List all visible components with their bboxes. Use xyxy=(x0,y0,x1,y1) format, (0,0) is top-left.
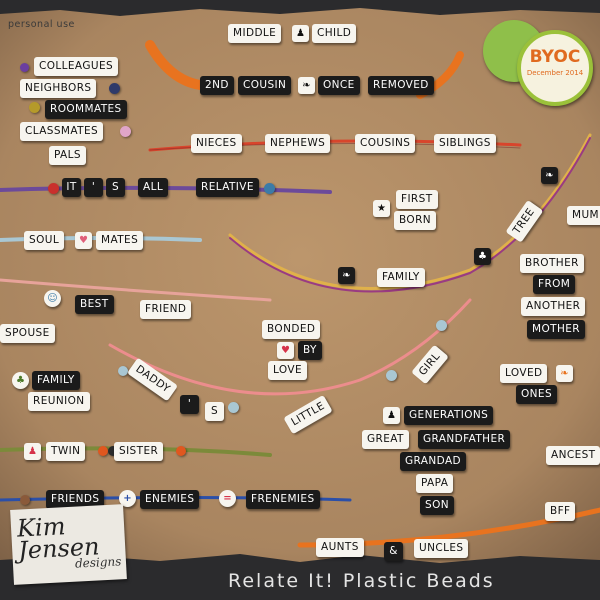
person-icon: ♟ xyxy=(383,407,400,424)
bead-aunts: AUNTS xyxy=(316,538,364,557)
person-icon: ♟ xyxy=(24,443,41,460)
bead-another: ANOTHER xyxy=(521,297,586,316)
bead-dot xyxy=(98,446,108,456)
equals-icon: = xyxy=(219,490,236,507)
bead-enemies: ENEMIES xyxy=(140,490,200,509)
leaf-icon: ❧ xyxy=(338,267,355,284)
bead-colleagues: COLLEAGUES xyxy=(34,57,119,76)
bead-dot xyxy=(436,320,447,331)
bead-once: ONCE xyxy=(318,76,360,95)
bead-s: S xyxy=(106,178,125,197)
bead-family: FAMILY xyxy=(377,268,425,287)
bead-dot xyxy=(108,446,118,456)
bead-reunion: REUNION xyxy=(28,392,90,411)
leaf-icon: ❧ xyxy=(556,365,573,382)
bead-nieces: NIECES xyxy=(191,134,242,153)
bead-bonded: BONDED xyxy=(262,320,321,339)
bead-from: FROM xyxy=(533,275,576,294)
bead-dot xyxy=(264,183,275,194)
bead-it: IT xyxy=(62,178,81,197)
byoc-badge-text: BYOC xyxy=(529,47,581,67)
bead-apostrophe: ' xyxy=(84,178,103,197)
leaf-icon: ❧ xyxy=(541,167,558,184)
bead-dot xyxy=(386,370,397,381)
bead-dot xyxy=(48,183,59,194)
bead-dot xyxy=(228,402,239,413)
heart-icon: ♥ xyxy=(75,232,92,249)
bead-loved: LOVED xyxy=(500,364,548,383)
bead-dot xyxy=(20,63,29,72)
bead-son: SON xyxy=(420,496,454,515)
bead-dot xyxy=(176,446,186,456)
bead-bff: BFF xyxy=(545,502,576,521)
tree-icon: ♣ xyxy=(12,372,29,389)
bead-great: GREAT xyxy=(362,430,409,449)
bead-middle: MIDDLE xyxy=(228,24,282,43)
bead-mates: MATES xyxy=(96,231,144,250)
tree-icon: ♣ xyxy=(474,248,491,265)
bead-sister: SISTER xyxy=(114,442,164,461)
bead-uncles: UNCLES xyxy=(414,539,469,558)
bead-cousins: COUSINS xyxy=(355,134,416,153)
bead-siblings: SIBLINGS xyxy=(434,134,496,153)
bead-2nd: 2ND xyxy=(200,76,234,95)
bead-all: ALL xyxy=(138,178,169,197)
bead-friends: FRIENDS xyxy=(46,490,105,509)
bead-best: BEST xyxy=(75,295,114,314)
bead-soul: SOUL xyxy=(24,231,65,250)
plus-icon: + xyxy=(119,490,136,507)
byoc-badge: BYOC December 2014 xyxy=(517,30,593,106)
bead-dot xyxy=(29,102,40,113)
product-title: Relate It! Plastic Beads xyxy=(228,570,495,592)
bead-pals: PALS xyxy=(49,146,86,165)
bead-cousin: COUSIN xyxy=(238,76,292,95)
star-icon: ★ xyxy=(373,200,390,217)
bead-mother: MOTHER xyxy=(527,320,585,339)
bead-spouse: SPOUSE xyxy=(0,324,55,343)
bead-removed: REMOVED xyxy=(368,76,434,95)
bead-classmates: CLASSMATES xyxy=(20,122,104,141)
bead-friend: FRIEND xyxy=(140,300,192,319)
bead-mum: MUM xyxy=(567,206,600,225)
bead-dot xyxy=(20,495,30,505)
person-icon: ♟ xyxy=(292,25,309,42)
logo-subtitle: designs xyxy=(74,554,122,571)
bead-frenemies: FRENEMIES xyxy=(246,490,320,509)
bead-by: BY xyxy=(298,341,322,360)
bead-grandad: GRANDAD xyxy=(400,452,467,471)
bead-born: BORN xyxy=(394,211,437,230)
watermark-text: personal use xyxy=(8,19,75,30)
bead-family: FAMILY xyxy=(32,371,80,390)
bead-twin: TWIN xyxy=(46,442,86,461)
bead-ones: ONES xyxy=(516,385,558,404)
bead-love: LOVE xyxy=(268,361,307,380)
smiley-icon: ☺ xyxy=(44,290,61,307)
heart-icon: ♥ xyxy=(277,342,294,359)
bead-child: CHILD xyxy=(312,24,357,43)
bead-first: FIRST xyxy=(396,190,438,209)
bead-grandfather: GRANDFATHER xyxy=(418,430,511,449)
bead-ancestors: ANCEST xyxy=(546,446,600,465)
bead-dot xyxy=(120,126,131,137)
bead-dot xyxy=(109,83,120,94)
bead-apostrophe: ' xyxy=(180,395,199,414)
bead-generations: GENERATIONS xyxy=(404,406,494,425)
bead-papa: PAPA xyxy=(416,474,454,493)
bead-brother: BROTHER xyxy=(520,254,584,273)
bead-relative: RELATIVE xyxy=(196,178,259,197)
leaf-icon: ❧ xyxy=(298,77,315,94)
bead-neighbors: NEIGHBORS xyxy=(20,79,97,98)
bead-ampersand: & xyxy=(384,542,403,561)
bead-nephews: NEPHEWS xyxy=(265,134,331,153)
bead-roommates: ROOMMATES xyxy=(45,100,127,119)
byoc-badge-date: December 2014 xyxy=(526,69,584,77)
kim-jensen-logo: Kim Jensen designs xyxy=(10,504,127,585)
bead-s: S xyxy=(205,402,224,421)
bead-dot xyxy=(118,366,128,376)
